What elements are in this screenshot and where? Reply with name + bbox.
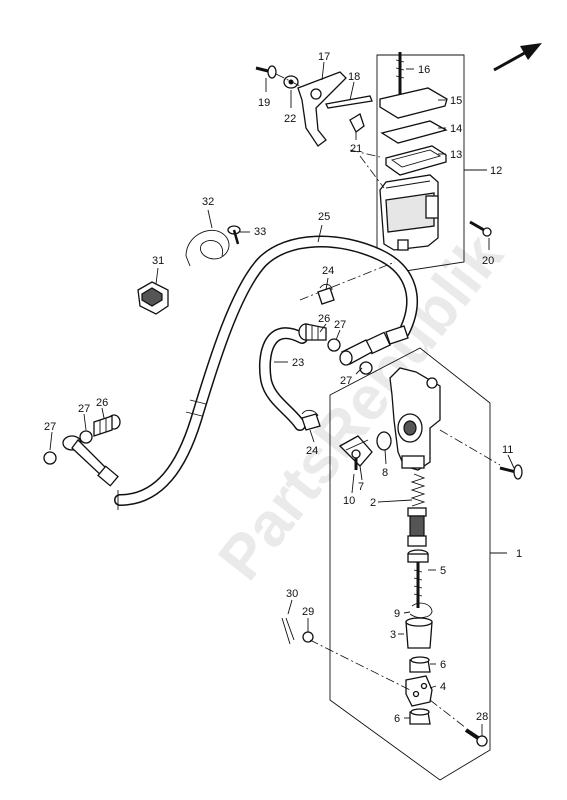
lock-nut-lower [409,708,431,725]
fitting-screw [351,449,361,470]
washer-2 [359,361,373,375]
label-15: 15 [450,95,462,107]
label-19: 19 [258,97,270,109]
cotter-pin [281,617,295,645]
label-2: 2 [370,497,376,509]
label-1: 1 [516,548,522,560]
label-13: 13 [450,149,462,161]
bracket-cushion [349,113,365,133]
reservoir-hose [258,261,396,431]
label-30: 30 [286,588,298,600]
label-8: 8 [382,467,388,479]
label-24b: 24 [306,445,318,457]
label-18: 18 [348,71,360,83]
bracket-bolt [255,65,277,79]
reservoir-cap [379,87,448,119]
label-3: 3 [390,629,396,641]
reservoir-body [379,174,439,251]
label-5: 5 [440,565,446,577]
callout-leaders [49,61,515,736]
lock-nut-upper [409,656,431,673]
bracket-plate [325,95,373,109]
label-7: 7 [358,481,364,493]
union-bolt-left [93,414,121,437]
label-17: 17 [318,51,330,63]
return-spring [410,473,426,507]
label-6a: 6 [440,659,446,671]
clip-screw [227,225,241,245]
label-16: 16 [418,64,430,76]
label-31: 31 [152,255,164,267]
clevis [405,675,433,707]
label-4: 4 [440,681,446,693]
label-10: 10 [343,495,355,507]
brake-hose [114,235,418,510]
label-24a: 24 [322,265,334,277]
push-rod [407,549,429,608]
label-12: 12 [490,165,502,177]
master-cylinder-group [281,347,523,781]
label-9: 9 [394,608,400,620]
circlip [409,602,433,619]
label-27a: 27 [334,319,346,331]
washer-4 [43,451,57,465]
union-bolt-upper [298,323,327,341]
reservoir-bracket [255,65,373,147]
label-11: 11 [502,444,513,456]
label-33: 33 [254,226,266,238]
reservoir-screw [469,220,492,237]
label-26b: 26 [96,397,108,409]
piston-assembly [407,507,427,547]
label-20: 20 [482,255,494,267]
label-27d: 27 [44,421,56,433]
label-27b: 27 [340,375,352,387]
label-22: 22 [284,113,296,125]
mount-bolt [499,464,523,480]
hose-holder [137,281,169,315]
master-cylinder-body [389,367,441,471]
clevis-pin [464,728,488,747]
front-arrow-icon [493,43,542,72]
cap-screw [395,52,405,96]
label-14: 14 [450,123,462,135]
hose-connector [339,339,373,366]
label-26a: 26 [318,313,330,325]
label-23: 23 [292,357,304,369]
label-28: 28 [476,711,488,723]
hose-clamp-lower [301,409,321,431]
hose-fitting-left [62,435,119,487]
dust-boot [405,617,433,649]
o-ring [376,431,392,451]
washer-1 [327,338,341,352]
label-27c: 27 [78,403,90,415]
reservoir-group [349,52,492,273]
callout-labels: 1 2 3 4 5 6 6 7 8 9 10 11 12 13 14 15 16… [44,51,522,725]
washer-3 [79,430,93,444]
label-29: 29 [302,606,314,618]
label-21: 21 [350,143,362,155]
diaphragm [380,120,448,144]
label-25: 25 [318,211,330,223]
diaphragm-plate [385,145,447,176]
label-6b: 6 [394,713,400,725]
hose-fitting-right [365,325,409,355]
hose-clip [185,229,230,267]
label-32: 32 [202,196,214,208]
